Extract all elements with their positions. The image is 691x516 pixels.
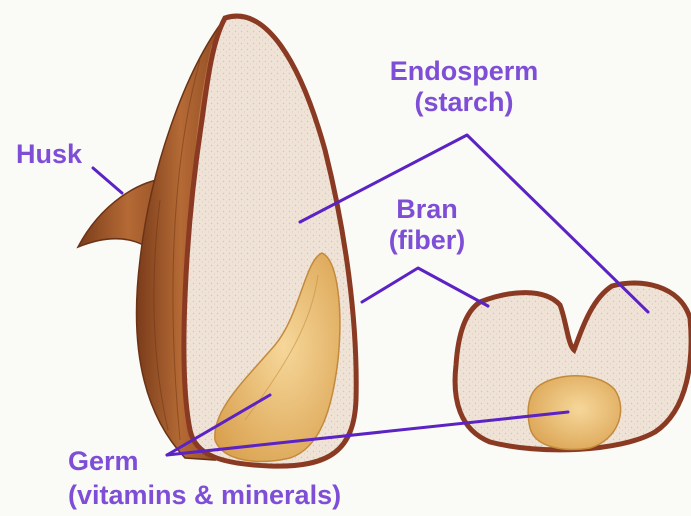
label-endosperm: Endosperm (starch) bbox=[366, 56, 562, 118]
bran-name: Bran bbox=[372, 194, 482, 225]
husk-leader-line bbox=[93, 168, 122, 193]
bran-leader-line bbox=[362, 268, 488, 306]
endosperm-detail: (starch) bbox=[366, 87, 562, 118]
label-husk: Husk bbox=[16, 139, 82, 170]
germ-name: Germ bbox=[68, 446, 341, 477]
bran-detail: (fiber) bbox=[372, 225, 482, 256]
husk-name: Husk bbox=[16, 139, 82, 170]
germ-cross-section bbox=[528, 376, 621, 450]
label-germ: Germ (vitamins & minerals) bbox=[68, 446, 341, 511]
label-bran: Bran (fiber) bbox=[372, 194, 482, 256]
endosperm-name: Endosperm bbox=[366, 56, 562, 87]
germ-detail: (vitamins & minerals) bbox=[68, 480, 341, 511]
